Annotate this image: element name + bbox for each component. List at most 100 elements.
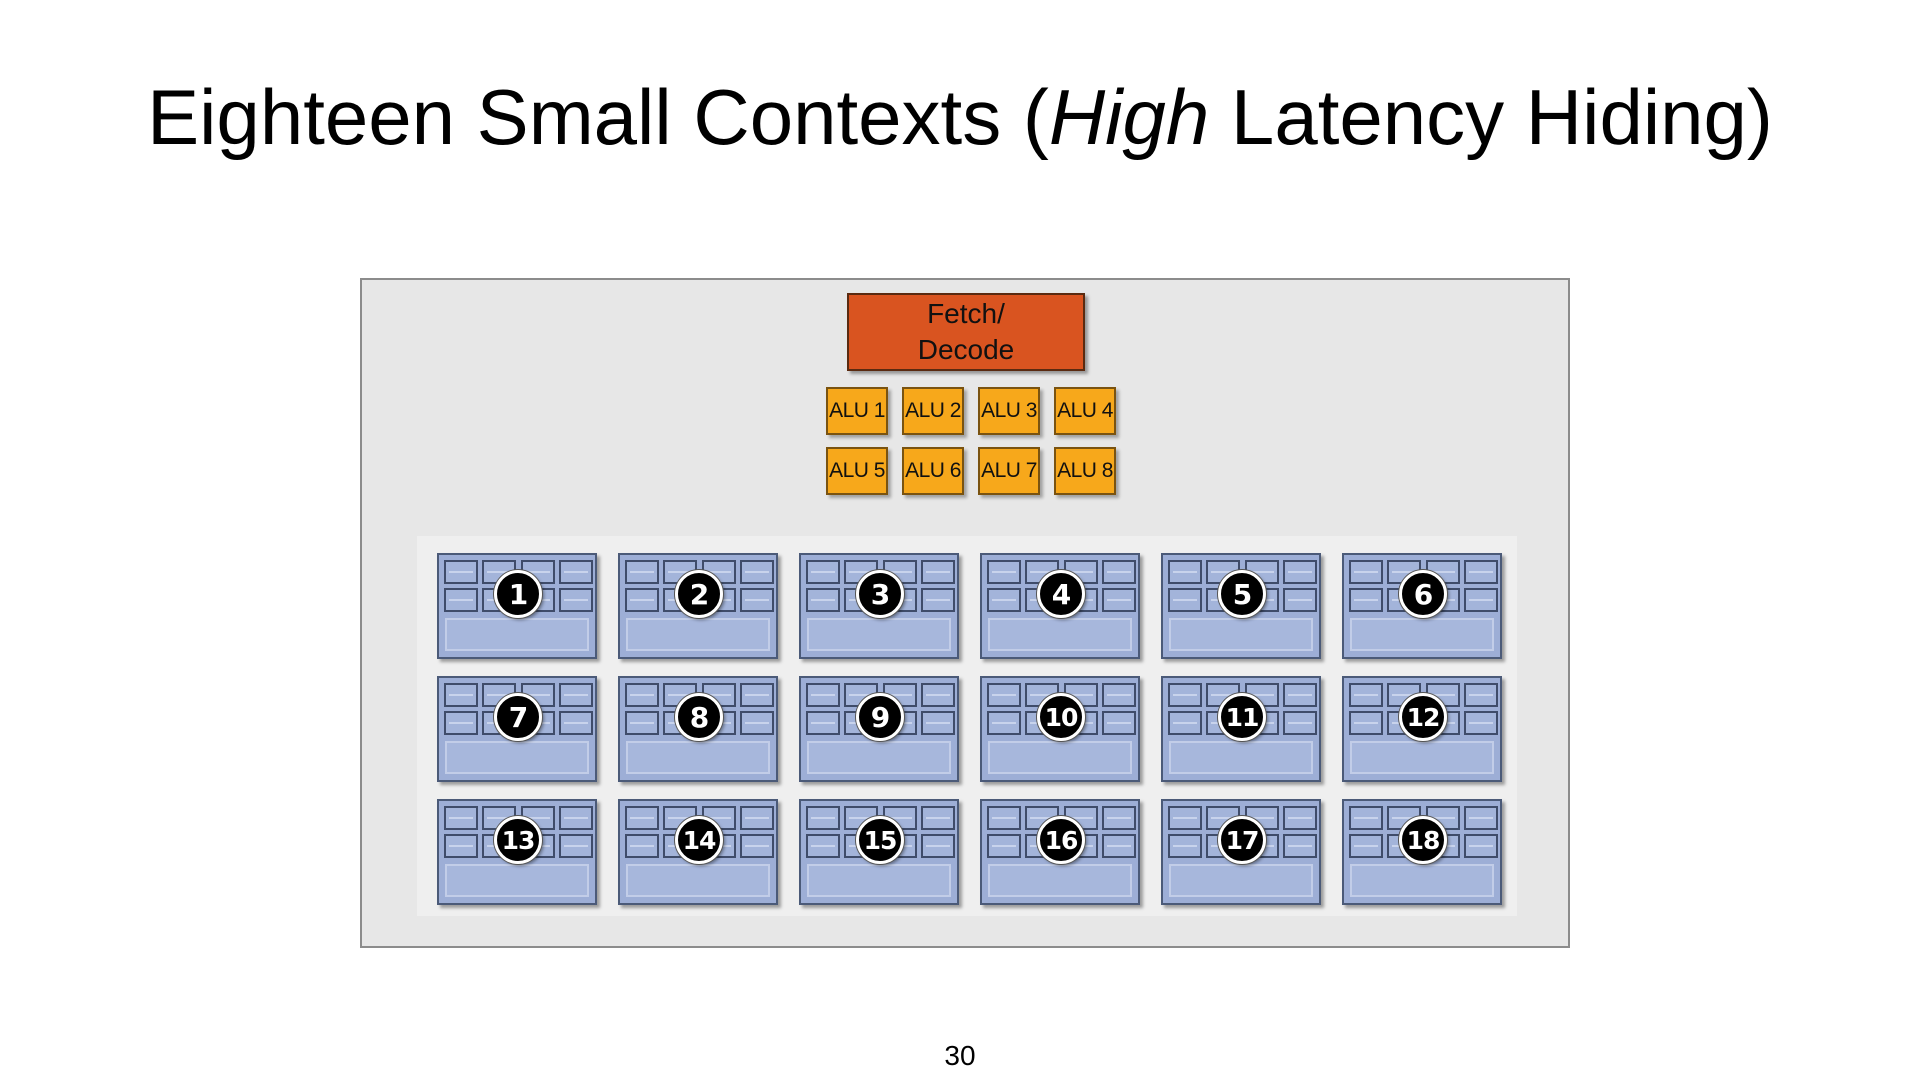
- alu-block: ALU 1: [826, 387, 888, 435]
- alu-block: ALU 5: [826, 447, 888, 495]
- context-register-cell: [806, 834, 840, 858]
- context-storage-bar: [1350, 618, 1494, 651]
- context-register-cell: [921, 834, 955, 858]
- context-block: 1: [437, 553, 597, 659]
- fetch-decode-label-line2: Decode: [917, 334, 1015, 365]
- context-register-cell: [987, 806, 1021, 830]
- context-register-cell: [740, 683, 774, 707]
- context-register-cell: [444, 711, 478, 735]
- context-register-cell: [1102, 560, 1136, 584]
- alu-block: ALU 7: [978, 447, 1040, 495]
- context-register-cell: [987, 683, 1021, 707]
- context-storage-bar: [1350, 741, 1494, 774]
- context-storage-area: [417, 536, 1517, 916]
- context-register-cell: [1168, 588, 1202, 612]
- context-register-cell: [987, 834, 1021, 858]
- title-text-before: Eighteen Small Contexts (: [147, 73, 1049, 161]
- context-block: 14: [618, 799, 778, 905]
- context-storage-bar: [626, 864, 770, 897]
- context-register-cell: [559, 560, 593, 584]
- page-number: 30: [944, 1040, 976, 1071]
- context-register-cell: [1168, 683, 1202, 707]
- context-register-cell: [559, 588, 593, 612]
- fetch-decode-block: Fetch/ Decode: [847, 293, 1085, 371]
- context-storage-bar: [626, 618, 770, 651]
- context-number-badge: 13: [494, 816, 542, 864]
- context-register-cell: [921, 711, 955, 735]
- context-register-cell: [1464, 588, 1498, 612]
- context-register-cell: [559, 683, 593, 707]
- context-register-cell: [559, 806, 593, 830]
- context-storage-bar: [807, 864, 951, 897]
- context-register-cell: [625, 806, 659, 830]
- context-storage-bar: [1350, 864, 1494, 897]
- context-register-cell: [1464, 711, 1498, 735]
- context-register-cell: [987, 560, 1021, 584]
- context-register-cell: [1464, 683, 1498, 707]
- context-register-cell: [1102, 683, 1136, 707]
- context-number-badge: 2: [675, 570, 723, 618]
- context-number-badge: 14: [675, 816, 723, 864]
- context-register-cell: [1349, 806, 1383, 830]
- context-register-cell: [740, 806, 774, 830]
- context-block: 17: [1161, 799, 1321, 905]
- context-register-cell: [1464, 806, 1498, 830]
- context-register-cell: [444, 683, 478, 707]
- context-register-cell: [444, 806, 478, 830]
- context-register-cell: [1349, 683, 1383, 707]
- context-register-cell: [1283, 560, 1317, 584]
- context-register-cell: [1168, 711, 1202, 735]
- context-register-cell: [806, 806, 840, 830]
- context-register-cell: [625, 711, 659, 735]
- context-number-badge: 17: [1218, 816, 1266, 864]
- context-register-cell: [444, 588, 478, 612]
- context-block: 11: [1161, 676, 1321, 782]
- context-register-cell: [806, 560, 840, 584]
- context-storage-bar: [445, 864, 589, 897]
- context-register-cell: [1168, 806, 1202, 830]
- context-number-badge: 16: [1037, 816, 1085, 864]
- context-storage-bar: [445, 741, 589, 774]
- context-register-cell: [740, 560, 774, 584]
- alu-block: ALU 3: [978, 387, 1040, 435]
- context-register-cell: [625, 588, 659, 612]
- context-storage-bar: [1169, 741, 1313, 774]
- context-storage-bar: [988, 741, 1132, 774]
- context-storage-bar: [1169, 618, 1313, 651]
- context-block: 13: [437, 799, 597, 905]
- context-register-cell: [1102, 711, 1136, 735]
- context-register-cell: [1283, 588, 1317, 612]
- context-block: 4: [980, 553, 1140, 659]
- context-register-cell: [444, 560, 478, 584]
- context-block: 6: [1342, 553, 1502, 659]
- context-register-cell: [1464, 560, 1498, 584]
- context-register-cell: [921, 683, 955, 707]
- context-block: 8: [618, 676, 778, 782]
- context-register-cell: [625, 683, 659, 707]
- fetch-decode-label-line1: Fetch/: [927, 298, 1005, 329]
- context-block: 3: [799, 553, 959, 659]
- context-number-badge: 10: [1037, 693, 1085, 741]
- context-number-badge: 5: [1218, 570, 1266, 618]
- context-register-cell: [921, 560, 955, 584]
- context-storage-bar: [1169, 864, 1313, 897]
- context-block: 16: [980, 799, 1140, 905]
- context-register-cell: [1283, 834, 1317, 858]
- context-register-cell: [1283, 806, 1317, 830]
- title-text-emphasis: High: [1048, 73, 1210, 161]
- context-number-badge: 9: [856, 693, 904, 741]
- context-number-badge: 11: [1218, 693, 1266, 741]
- context-register-cell: [1464, 834, 1498, 858]
- context-block: 15: [799, 799, 959, 905]
- context-register-cell: [740, 588, 774, 612]
- context-register-cell: [806, 683, 840, 707]
- context-register-cell: [444, 834, 478, 858]
- context-storage-bar: [988, 618, 1132, 651]
- context-register-cell: [987, 711, 1021, 735]
- context-block: 12: [1342, 676, 1502, 782]
- context-block: 9: [799, 676, 959, 782]
- context-register-cell: [1283, 683, 1317, 707]
- context-number-badge: 3: [856, 570, 904, 618]
- context-storage-bar: [807, 618, 951, 651]
- context-register-cell: [921, 806, 955, 830]
